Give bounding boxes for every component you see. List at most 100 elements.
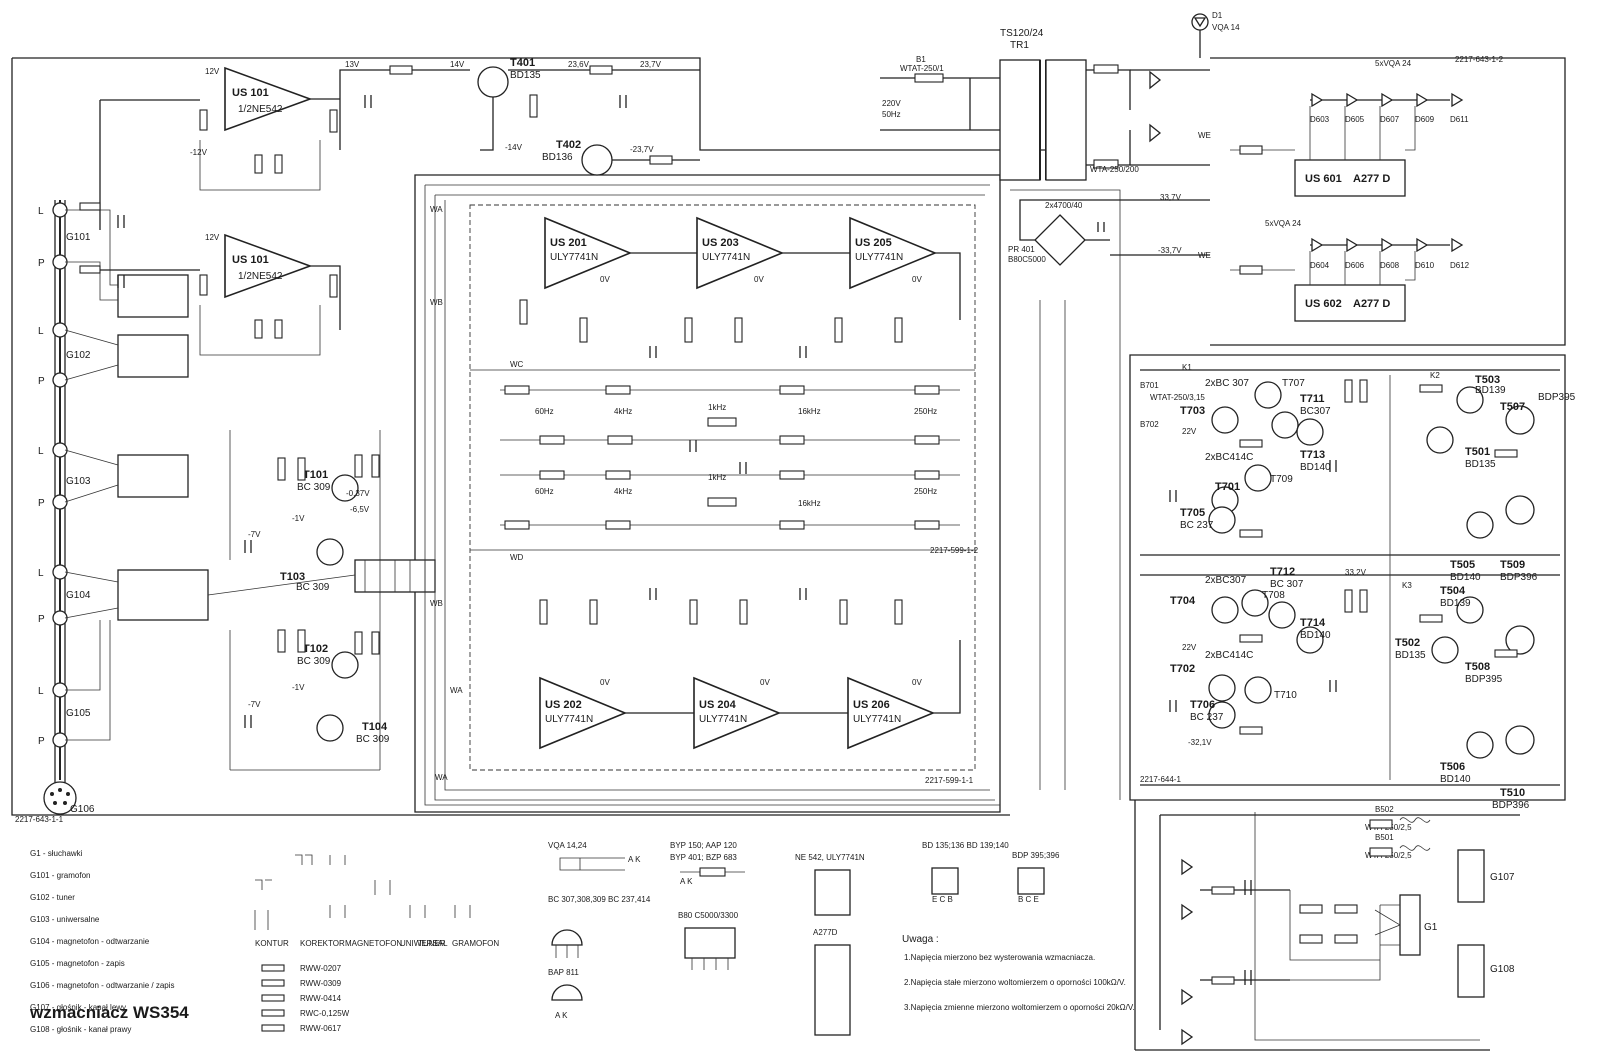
led-bar-label: 5xVQA 24 <box>1375 59 1412 68</box>
transistor-ref: T503 <box>1475 374 1500 386</box>
voltage-label: -1V <box>292 683 305 692</box>
led-ref: D605 <box>1345 115 1365 124</box>
legend-item: G108 - głośnik - kanał prawy <box>30 1025 131 1034</box>
voltage-label: -6,5V <box>350 505 370 514</box>
transistor-ref: T710 <box>1274 690 1297 701</box>
transistor-type: BC 309 <box>297 656 331 667</box>
connector-g102: LP G102 <box>38 322 91 388</box>
eq-frequency-label: 4kHz <box>614 487 632 496</box>
transistor-type: BD135 <box>1395 650 1426 661</box>
transistor-t104: T104 BC 309 <box>316 714 390 745</box>
svg-text:L: L <box>38 568 44 579</box>
eq-frequency-label: 1kHz <box>708 403 726 412</box>
ic-ref: US 602 <box>1305 298 1342 310</box>
transistor-ref: T707 <box>1282 378 1305 389</box>
opamp-us101-a: US 101 1/2NE542 <box>224 66 313 132</box>
transistor-ref: T401 <box>510 57 535 69</box>
ic-type: A277 D <box>1353 298 1390 310</box>
transistor-t509: T509 BDP396 <box>1500 495 1538 583</box>
switch-contact-symbols <box>254 854 471 930</box>
voltage-label: 23,7V <box>640 60 662 69</box>
svg-text:L: L <box>38 686 44 697</box>
transistor-t712: T712 BC 307 <box>1268 566 1304 629</box>
switch-legend: KONTUR KOREKTOR MAGNETOFON UNIWERSAL TUN… <box>254 854 499 948</box>
ic-ref: US 101 <box>232 87 269 99</box>
transistor-t505: T505 BD140 <box>1450 511 1494 583</box>
transistor-type: BD140 <box>1300 462 1331 473</box>
led-ref: D610 <box>1415 261 1435 270</box>
voltage-label: 0V <box>912 678 922 687</box>
ic-ref: US 205 <box>855 237 892 249</box>
eq-frequency-label: 60Hz <box>535 487 554 496</box>
equalizer-section: US 201 ULY7741N US 203 ULY7741N US 205 U… <box>424 184 1000 806</box>
fuse-b402 <box>1093 159 1119 169</box>
pinout-pins: A K <box>628 855 641 864</box>
resistor <box>79 265 101 274</box>
pinout-pins: B C E <box>1018 895 1039 904</box>
resistor-type: RWW-0617 <box>300 1024 342 1033</box>
opamp-us101-b: US 101 1/2NE542 <box>224 233 313 299</box>
power-supply-section: 220V 50Hz B1 WTAT-250/1 TS120/24 TR1 WTA… <box>880 11 1240 266</box>
pinout-label: A277D <box>813 928 838 937</box>
opamp-us201: US 201 ULY7741N <box>544 216 633 290</box>
transistor-ref: T712 <box>1270 566 1295 578</box>
svg-text:L: L <box>38 446 44 457</box>
selector-label: K1 <box>1182 363 1192 372</box>
switch-contact-box <box>117 569 209 621</box>
transistor-ref: T501 <box>1465 446 1490 458</box>
transistor-type: 2xBC414C <box>1205 452 1253 463</box>
ic-type: A277 D <box>1353 173 1390 185</box>
selector-label: WE <box>1198 131 1211 140</box>
transistor-t502: T502 BD135 <box>1395 636 1459 664</box>
voltage-label: -1V <box>292 514 305 523</box>
resistor <box>649 155 673 165</box>
led-row-top: D603 D605 D607 D609 D611 <box>1310 92 1469 124</box>
transistor-type: BC 309 <box>356 734 390 745</box>
ic-ref: US 101 <box>232 254 269 266</box>
preamp-section: US 101 1/2NE542 US 101 1/2NE542 13V 14V … <box>79 60 470 356</box>
selector-label: WB <box>430 298 443 307</box>
svg-text:P: P <box>38 614 45 625</box>
connector-label: G1 <box>1424 922 1438 933</box>
pcb-id: 2217-599-1-2 <box>930 546 979 555</box>
transformer-primary <box>999 59 1041 181</box>
fuse-value: WTAT-250/3,15 <box>1150 393 1205 402</box>
fuse-ref: B1 <box>916 55 926 64</box>
voltage-label: -23,7V <box>630 145 654 154</box>
resistor-type-legend: RWW-0207 RWW-0309 RWW-0414 RWC-0,125W RW… <box>261 964 350 1033</box>
voltage-label: 13V <box>345 60 360 69</box>
voltage-label: 22V <box>1182 643 1197 652</box>
ic-type: ULY7741N <box>699 714 747 725</box>
voltage-label: -14V <box>505 143 523 152</box>
schematic-title: wzmacniacz WS354 <box>29 1003 189 1022</box>
fuse-ref: B501 <box>1375 833 1394 842</box>
transistor-ref: T102 <box>303 643 328 655</box>
transistor-symbol <box>581 144 613 176</box>
input-connectors: L P G101 LP G102 LP G103 LP G104 LP G105 <box>38 200 209 815</box>
voltage-label: 23,6V <box>568 60 590 69</box>
led-ref: D606 <box>1345 261 1365 270</box>
legend-item: G107 - głośnik - kanał lewy <box>30 1003 126 1012</box>
power-amp-section: 2217-644-1 T703 2xBC 307 T707 T711 BC307… <box>1140 363 1576 811</box>
connector-label: G102 <box>66 350 91 361</box>
resistor <box>589 65 613 75</box>
resistor-type: RWW-0309 <box>300 979 342 988</box>
transistor-ref: T505 <box>1450 559 1475 571</box>
transistor-t709: T709 <box>1244 464 1293 492</box>
transistor-type: BC 309 <box>296 582 330 593</box>
switch-label: UNIWERSAL <box>400 939 448 948</box>
transistor-type: BDP395 <box>1538 392 1576 403</box>
transistor-t714: T714 BD140 <box>1296 617 1331 654</box>
transistor-t510: T510 BDP396 <box>1492 725 1535 811</box>
voltage-label: -7V <box>248 700 261 709</box>
transformer-secondary <box>1045 59 1087 181</box>
transistor-type: BD140 <box>1300 630 1331 641</box>
selector-label: WB <box>430 599 443 608</box>
pinout-label: BYP 150; AAP 120 <box>670 841 737 850</box>
resistor-type: RWW-0207 <box>300 964 342 973</box>
transistor-t707: T707 <box>1254 378 1305 409</box>
transistor-type: BC 309 <box>297 482 331 493</box>
transistor-t713: T713 BD140 <box>1296 418 1331 473</box>
transistor-t702: T702 2xBC414C <box>1170 650 1253 702</box>
